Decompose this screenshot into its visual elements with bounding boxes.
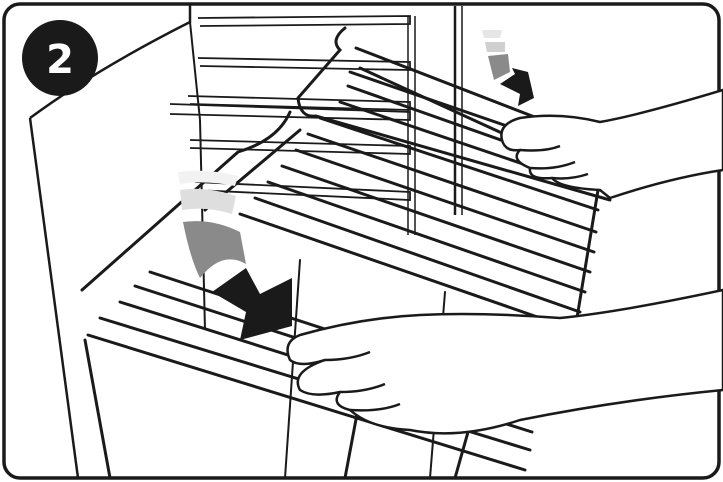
- right-hand: [500, 88, 723, 200]
- left-hand: [286, 288, 723, 435]
- downward-motion-arrow-small: [482, 30, 534, 106]
- downward-motion-arrow-large: [178, 170, 292, 340]
- step-number-badge: 2: [22, 20, 98, 96]
- step-number: 2: [46, 37, 74, 83]
